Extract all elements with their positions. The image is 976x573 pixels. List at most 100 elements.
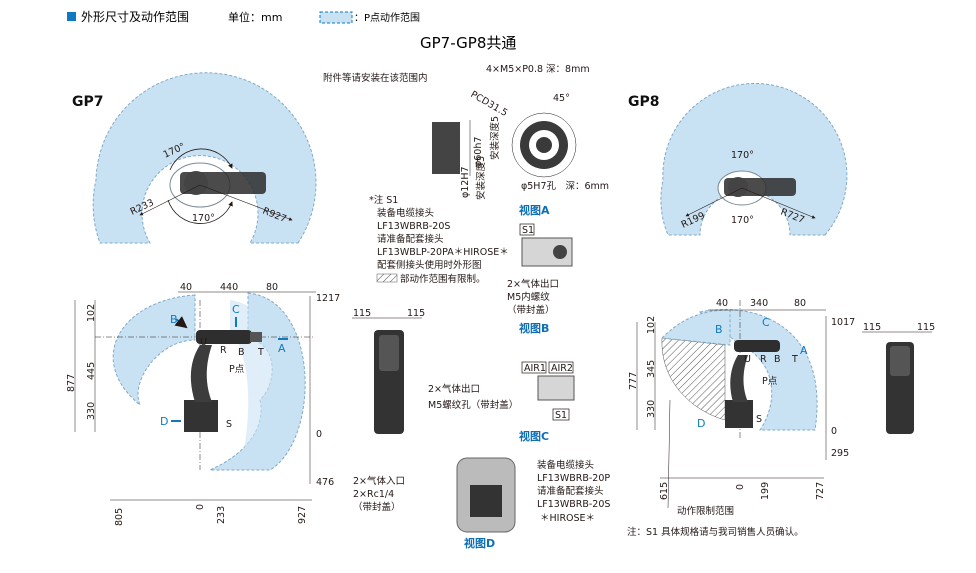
header-unit: 单位：mm (228, 10, 282, 24)
gp8-dim-right-2: 295 (831, 448, 849, 459)
gp7-label: GP7 (72, 94, 104, 110)
legend-range-swatch (319, 11, 353, 24)
gp7-dim-right-1: 0 (316, 429, 322, 440)
gp7-axis-t: T (257, 347, 264, 358)
gp8-dim-right-1: 0 (831, 426, 837, 437)
gp8-dim-left-1: 345 (646, 360, 657, 378)
gp8-back-dim-0: 115 (863, 322, 881, 333)
gp7-dim-bottom-1: 0 (195, 504, 206, 510)
view-b-group: S1 2×气体出口 M5内螺纹 （带封盖） 视图B (507, 223, 573, 335)
gp7-arrow-d: D (160, 415, 168, 428)
gp8-p-point: P点 (762, 376, 778, 387)
center-depth1: 安装深度5 (489, 116, 501, 160)
gp7-dim-right-0: 1217 (316, 293, 340, 304)
center-d-h7: φ60h7 (473, 137, 484, 167)
view-d-right-3: LF13WBRB-20S (537, 499, 610, 510)
view-a-group: 附件等请安装在该范围内 4×M5×P0.8 深：8mm PCD31.5 45° … (323, 64, 609, 217)
view-c-group: AIR1 AIR2 2×气体出口 M5螺纹孔（带封盖） S1 视图C (428, 361, 575, 443)
gp8-dim-top-1: 340 (750, 298, 768, 309)
gp8-top-angle-upper: 170° (731, 150, 754, 161)
note-s1-line-3: 请准备配套接头 (377, 233, 444, 245)
center-depth2: 安装深度3 (475, 156, 487, 200)
gp8-axis-u: U (744, 354, 751, 365)
gp8-axis-t: T (791, 354, 798, 365)
view-d-right-2: 请准备配套接头 (537, 485, 604, 497)
view-b-line-2: （带封盖） (507, 304, 555, 316)
gp7-arrow-b: B (170, 313, 178, 326)
gp8-dim-left-2: 777 (628, 372, 639, 390)
gp8-top-view: 170° 170° R199 R727 (660, 82, 848, 236)
gp7-dim-right-2: 476 (316, 477, 334, 488)
note-s1-line-1: 装备电缆接头 (377, 207, 434, 219)
gp7-arrow-c: C (232, 303, 240, 316)
gp8-dim-bottom-0: 615 (659, 482, 670, 500)
gp7-axis-u: U (200, 337, 207, 348)
center-hole: φ5H7孔 深：6mm (521, 181, 609, 192)
gp8-label: GP8 (628, 94, 660, 110)
view-c-air2: AIR2 (551, 363, 573, 374)
gp7-back-dim-0: 115 (353, 308, 371, 319)
view-d-left-1: 2×Rc1/4 (353, 489, 394, 500)
gp8-dim-bottom-3: 727 (815, 482, 826, 500)
gp8-dim-top-0: 40 (716, 298, 728, 309)
gp8-back-dim-1: 115 (917, 322, 935, 333)
gp7-back-view: 115 115 (352, 308, 425, 434)
gp8-side-view: U R B T P点 S B C A D 40 340 80 1017 0 29… (628, 298, 855, 517)
page-subtitle: GP7-GP8共通 (420, 34, 516, 52)
gp8-arrow-b: B (715, 323, 723, 336)
view-c-s1: S1 (555, 410, 567, 421)
view-d-title: 视图D (464, 536, 495, 550)
view-a-title: 视图A (519, 203, 550, 217)
note-s1: *注 S1 装备电缆接头 LF13WBRB-20S 请准备配套接头 LF13WB… (369, 194, 509, 285)
gp7-dim-top-2: 80 (266, 282, 278, 293)
center-thread: 4×M5×P0.8 深：8mm (486, 64, 590, 75)
view-c-line-0: 2×气体出口 (428, 383, 480, 395)
view-d-right-0: 装备电缆接头 (537, 459, 594, 471)
view-c-title: 视图C (519, 429, 549, 443)
header-square-icon (67, 12, 76, 21)
view-d-left-2: （带封盖） (353, 501, 401, 513)
gp7-axis-b: B (238, 347, 245, 358)
gp7-top-angle-lower: 170° (192, 213, 215, 224)
center-note-top: 附件等请安装在该范围内 (323, 72, 428, 84)
view-b-line-0: 2×气体出口 (507, 278, 559, 290)
note-s1-line-2: LF13WBRB-20S (377, 221, 450, 232)
view-b-title: 视图B (519, 321, 549, 335)
gp7-dim-top-1: 440 (220, 282, 238, 293)
gp7-side-base-icon (184, 400, 218, 432)
center-pcd: PCD31.5 (469, 89, 510, 119)
gp8-s-label: S (756, 414, 762, 425)
gp8-dim-bottom-1: 0 (735, 484, 746, 490)
legend-text: ：P点动作范围 (354, 11, 420, 24)
gp8-axis-b: B (774, 354, 781, 365)
view-d-group: 2×气体入口 2×Rc1/4 （带封盖） 装备电缆接头 LF13WBRB-20P… (353, 457, 610, 550)
gp8-axis-r: R (760, 354, 767, 365)
gp7-dim-left-2: 877 (66, 374, 77, 392)
note-hatch-swatch (376, 273, 398, 283)
footer-note: 注：S1 具体规格请与我司销售人员确认。 (627, 526, 804, 538)
view-b-s1: S1 (522, 225, 534, 236)
gp7-axis-r: R (220, 345, 227, 356)
gp8-back-view: 115 115 (862, 322, 935, 434)
gp7-dim-left-0: 102 (86, 304, 97, 322)
header-title: 外形尺寸及动作范围 (81, 10, 189, 24)
view-c-air1: AIR1 (524, 363, 546, 374)
gp8-dim-left-3: 330 (646, 400, 657, 418)
gp7-arrow-a: A (278, 342, 286, 355)
gp7-dim-top-0: 40 (180, 282, 192, 293)
gp8-arrow-a: A (800, 344, 808, 357)
gp7-s-label: S (226, 419, 232, 430)
gp8-arrow-c: C (762, 316, 770, 329)
center-angle: 45° (553, 93, 570, 104)
center-d-12: φ12H7 (460, 166, 471, 198)
view-d-right-4: ＊HIROSE＊ (540, 513, 595, 524)
gp8-limit-note: 动作限制范围 (677, 505, 734, 517)
gp7-dim-bottom-3: 927 (297, 506, 308, 524)
gp7-back-dim-1: 115 (407, 308, 425, 319)
view-c-line-1: M5螺纹孔（带封盖） (428, 399, 518, 411)
gp7-dim-bottom-2: 233 (216, 506, 227, 524)
gp8-dim-right-0: 1017 (831, 317, 855, 328)
gp7-top-view: 170° 170° R233 R927 (92, 72, 317, 244)
gp8-dim-top-2: 80 (794, 298, 806, 309)
